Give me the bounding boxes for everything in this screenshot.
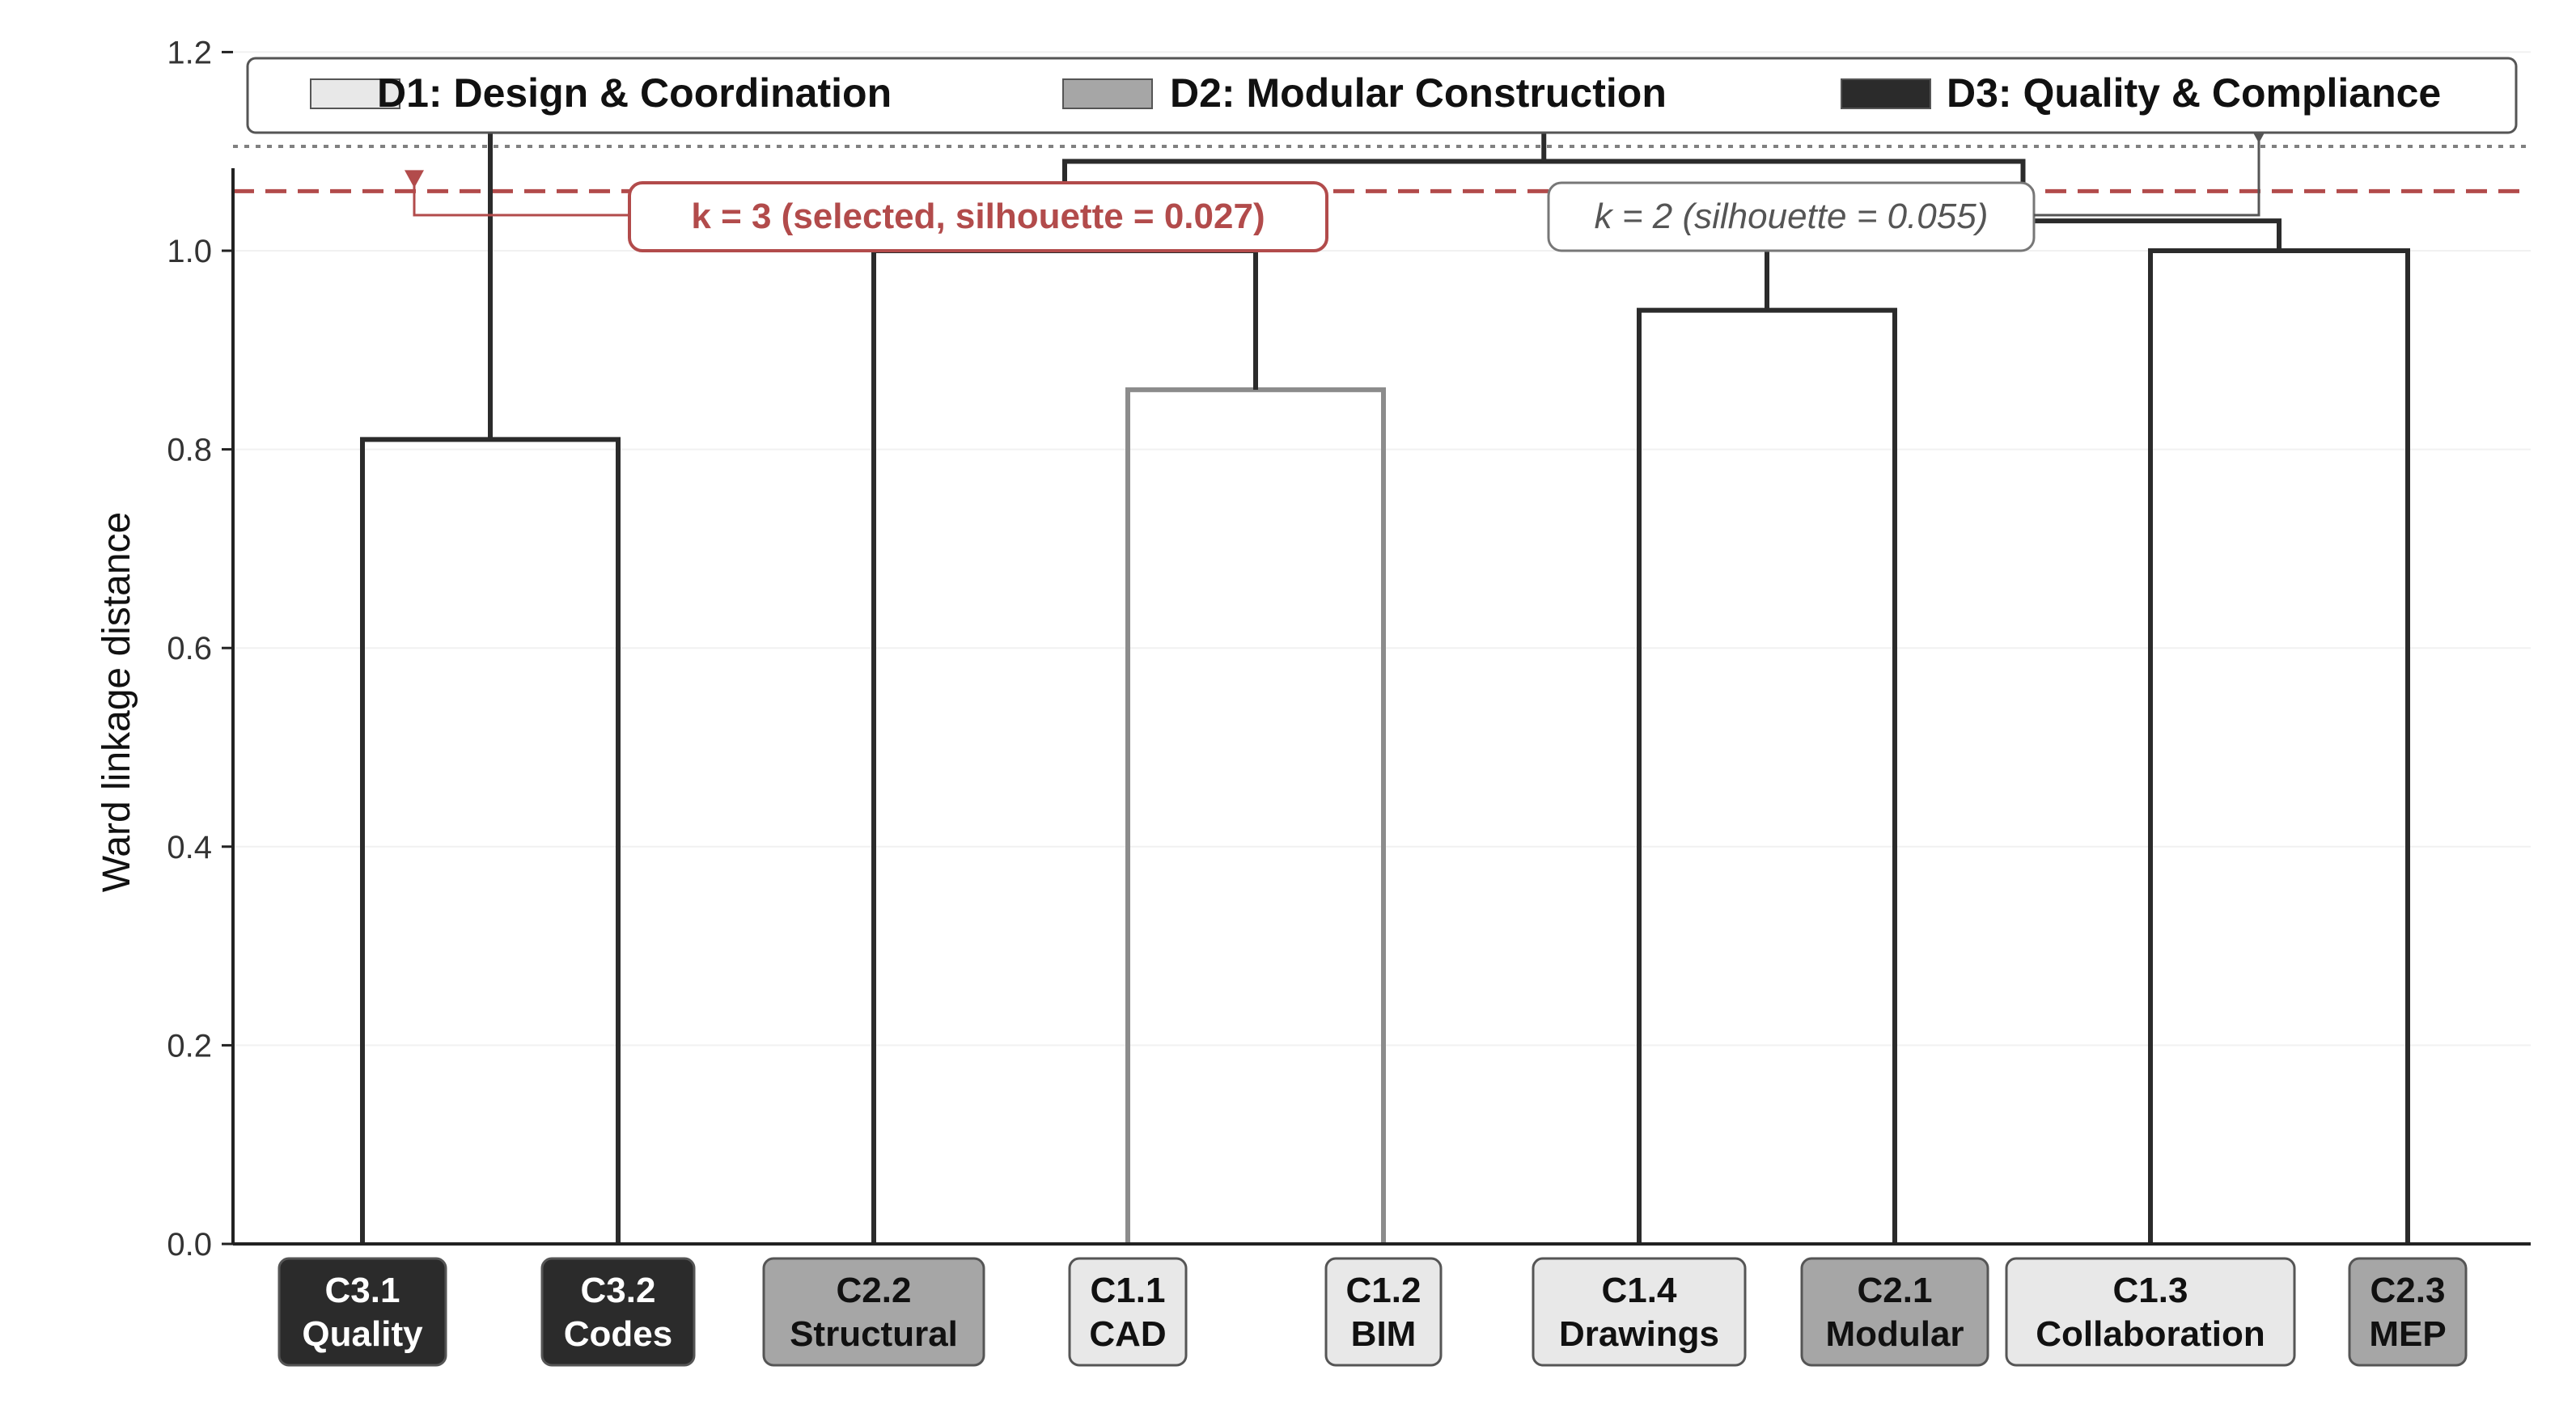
legend-label: D2: Modular Construction bbox=[1170, 70, 1667, 116]
legend: D1: Design & Coordination D2: Modular Con… bbox=[246, 57, 2518, 134]
legend-label: D3: Quality & Compliance bbox=[1947, 70, 2441, 116]
annotation-k2: k = 2 (silhouette = 0.055) bbox=[1547, 125, 2269, 252]
leaf-label-box bbox=[278, 1257, 447, 1367]
annotation-k2-box bbox=[1547, 181, 2036, 252]
merge-link bbox=[871, 248, 1258, 1244]
y-tick-label: 0.6 bbox=[167, 631, 212, 666]
leaf-code: C2.1 bbox=[1858, 1271, 1933, 1310]
y-tick-label: 0.2 bbox=[167, 1028, 212, 1064]
threshold-lines bbox=[233, 145, 2531, 193]
leaf-code: C2.2 bbox=[837, 1271, 912, 1310]
y-tick-label: 0.8 bbox=[167, 433, 212, 468]
y-tick-label: 0.0 bbox=[167, 1227, 212, 1263]
leaf-code: C1.3 bbox=[2113, 1271, 2188, 1310]
leaf-code: C1.1 bbox=[1091, 1271, 1166, 1310]
leaf-name: Modular bbox=[1825, 1314, 1964, 1354]
leaf-label-box bbox=[1324, 1257, 1443, 1367]
y-tick-label: 1.2 bbox=[167, 35, 212, 70]
y-axis-label: Ward linkage distance bbox=[95, 512, 138, 892]
leaf-label-box bbox=[2348, 1257, 2468, 1367]
leaf-label-box bbox=[1068, 1257, 1188, 1367]
annotation-k3-box bbox=[628, 181, 1328, 252]
annotation-k3-text: k = 3 (selected, silhouette = 0.027) bbox=[691, 197, 1265, 236]
leaf-label-box bbox=[2005, 1257, 2296, 1367]
leaf-code: C3.1 bbox=[325, 1271, 400, 1310]
legend-swatch bbox=[1062, 78, 1153, 109]
leaf-name: CAD bbox=[1089, 1314, 1166, 1354]
legend-entry: D2: Modular Construction bbox=[1062, 70, 1667, 116]
annotation-k3-arrowhead bbox=[405, 170, 424, 188]
legend-entry: D1: Design & Coordination bbox=[310, 70, 892, 116]
leaf-label-box bbox=[540, 1257, 696, 1367]
legend-entry: D3: Quality & Compliance bbox=[1841, 70, 2441, 116]
dendrogram-links bbox=[360, 129, 2410, 1244]
leaf-code: C1.2 bbox=[1346, 1271, 1421, 1310]
leaf-name: MEP bbox=[2369, 1314, 2446, 1354]
leaf-code: C3.2 bbox=[581, 1271, 656, 1310]
leaf-name: Quality bbox=[302, 1314, 423, 1354]
leaf-name: BIM bbox=[1351, 1314, 1417, 1354]
annotation-k3: k = 3 (selected, silhouette = 0.027) bbox=[405, 170, 1328, 252]
legend-frame bbox=[246, 57, 2518, 134]
leaf-name: Codes bbox=[564, 1314, 672, 1354]
threshold-annotations: k = 3 (selected, silhouette = 0.027) k = … bbox=[405, 125, 2269, 252]
y-tick-label: 1.0 bbox=[167, 234, 212, 269]
leaf-label-box bbox=[1800, 1257, 1989, 1367]
annotation-k2-text: k = 2 (silhouette = 0.055) bbox=[1595, 197, 1989, 236]
legend-swatch bbox=[310, 78, 400, 109]
annotation-k3-arrow bbox=[413, 171, 629, 217]
axes: 0.0 0.2 0.4 0.6 0.8 1.0 1.2 bbox=[167, 35, 2531, 1263]
merge-link bbox=[2148, 248, 2410, 1244]
leaf-code: C2.3 bbox=[2371, 1271, 2446, 1310]
annotation-k2-arrow bbox=[2034, 127, 2260, 217]
leaf-label-box bbox=[762, 1257, 985, 1367]
legend-label: D1: Design & Coordination bbox=[377, 70, 892, 116]
merge-link bbox=[1125, 387, 1386, 1244]
leaf-code: C1.4 bbox=[1602, 1271, 1677, 1310]
legend-swatch bbox=[1841, 78, 1931, 109]
merge-link bbox=[360, 437, 621, 1244]
leaf-label-box bbox=[1532, 1257, 1747, 1367]
leaf-name: Structural bbox=[790, 1314, 958, 1354]
merge-link bbox=[1637, 307, 1897, 1244]
leaf-name: Collaboration bbox=[2036, 1314, 2265, 1354]
leaf-name: Drawings bbox=[1559, 1314, 1719, 1354]
y-tick-label: 0.4 bbox=[167, 830, 212, 865]
